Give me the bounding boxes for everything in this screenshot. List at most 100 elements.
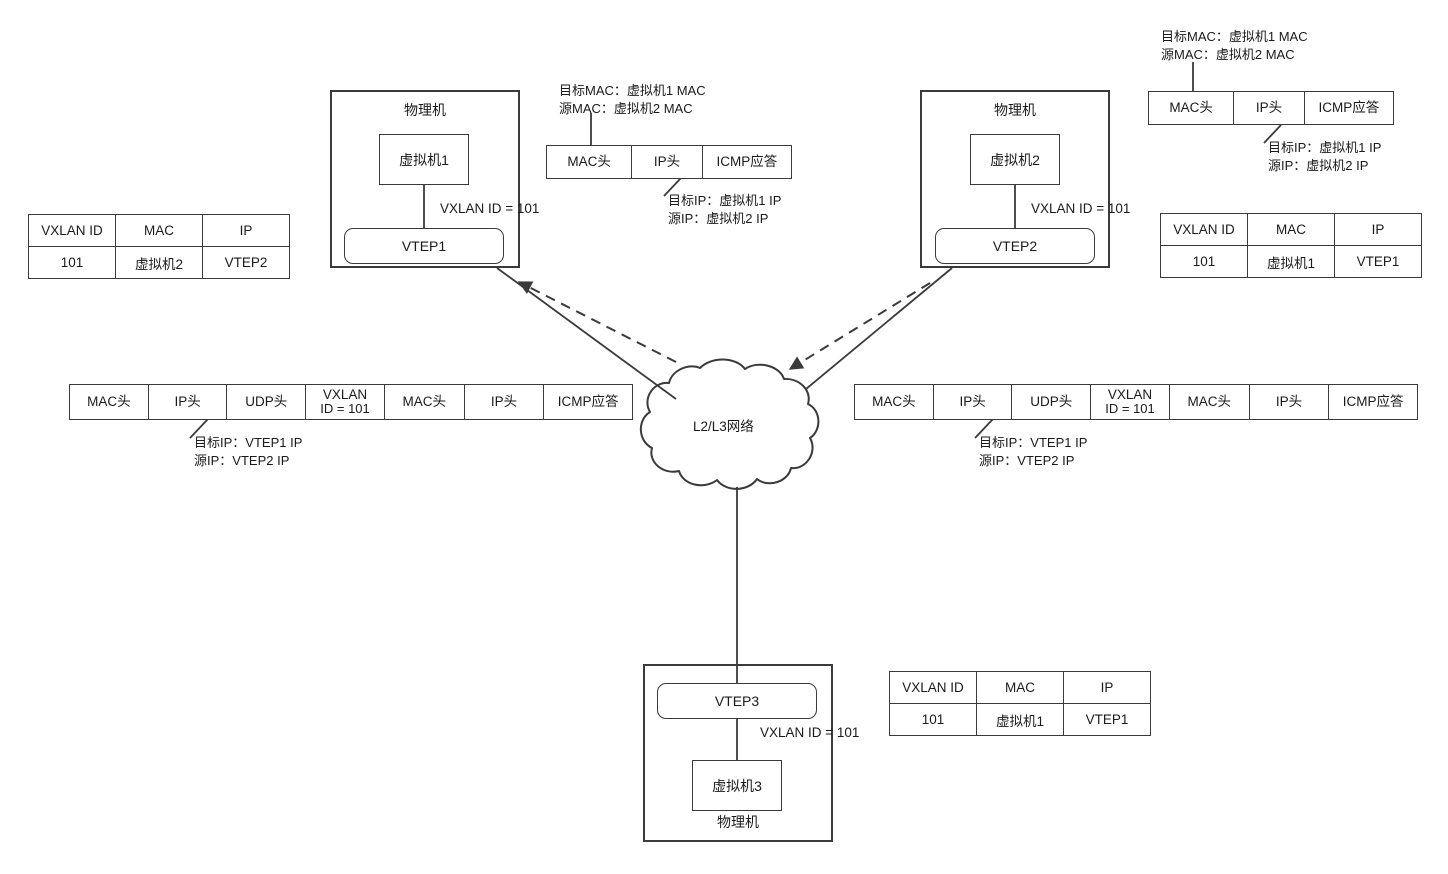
vm-虚拟机3[interactable]: 虚拟机3 [692, 760, 782, 811]
packet-cell: UDP头 [227, 385, 307, 419]
packet-encap-left[interactable]: MAC头 IP头 UDP头 VXLAN ID = 101 MAC头 IP头 IC… [69, 384, 633, 420]
mac-table-right[interactable]: VXLAN ID MAC IP 101 虚拟机1 VTEP1 [1160, 213, 1422, 278]
packet-cell: ICMP应答 [716, 154, 778, 170]
cell-line1: UDP头 [245, 394, 288, 410]
anno-line: 源IP：VTEP2 IP [979, 452, 1075, 468]
packet-cell: MAC头 [1149, 92, 1235, 124]
host-left[interactable]: 物理机 [330, 90, 520, 268]
table-header-row: VXLAN ID MAC IP [28, 214, 290, 247]
table-cell: 101 [1160, 245, 1248, 278]
mac-table-left[interactable]: VXLAN ID MAC IP 101 虚拟机2 VTEP2 [28, 214, 290, 279]
anno-line: 源IP：VTEP2 IP [194, 452, 290, 468]
table-header-cell: MAC [1247, 213, 1335, 246]
packet-cell: ICMP应答 [1318, 100, 1380, 116]
vm-虚拟机1[interactable]: 虚拟机1 [379, 134, 469, 185]
table-cell: VTEP1 [1334, 245, 1422, 278]
packet-cell: ICMP应答 [1329, 385, 1417, 419]
table-header-cell: VXLAN ID [889, 671, 977, 704]
cell-line1: ICMP应答 [1342, 394, 1404, 410]
packet-cell-vxlan: VXLAN ID = 101 [1091, 385, 1170, 419]
reply-arrow-cloud-to-vtep1 [517, 281, 677, 363]
cell-line1: VXLAN [1107, 386, 1153, 402]
table-row: 101 虚拟机2 VTEP2 [28, 246, 290, 279]
packet-inner-left[interactable]: MAC头 IP头 ICMP应答 [546, 145, 792, 179]
table-header-cell: IP [1334, 213, 1422, 246]
table-header-cell: IP [202, 214, 290, 247]
table-cell: 虚拟机1 [1247, 245, 1335, 278]
cloud-label: L2/L3网络 [693, 419, 754, 434]
table-cell: 101 [889, 703, 977, 736]
packet-cell: MAC头 [70, 385, 149, 419]
table-header-cell: MAC [115, 214, 203, 247]
packet-inner-right[interactable]: MAC头 IP头 ICMP应答 [1148, 91, 1394, 125]
packet-encap-right[interactable]: MAC头 IP头 UDP头 VXLAN ID = 101 MAC头 IP头 IC… [854, 384, 1418, 420]
cell-line1: IP头 [490, 394, 518, 410]
cell-line1: MAC头 [402, 394, 446, 410]
vxlan-tag-right: VXLAN ID = 101 [1031, 201, 1131, 216]
cell-line1: IP头 [174, 394, 201, 410]
vm-虚拟机2[interactable]: 虚拟机2 [970, 134, 1060, 185]
vtep2-node[interactable]: VTEP2 [935, 228, 1095, 264]
vtep3-node[interactable]: VTEP3 [657, 683, 817, 719]
packet-cell: IP头 [1234, 92, 1305, 124]
packet-cell: ICMP应答 [544, 385, 632, 419]
cell-line1: VXLAN [322, 386, 368, 402]
packet-cell: IP头 [632, 146, 703, 178]
table-header-cell: VXLAN ID [1160, 213, 1248, 246]
anno-encap-left-ip: 目标IP：VTEP1 IP 源IP：VTEP2 IP [194, 434, 302, 469]
vtep1-node[interactable]: VTEP1 [344, 228, 504, 264]
table-cell: 101 [28, 246, 116, 279]
anno-line: 目标IP：VTEP1 IP [194, 435, 303, 450]
anno-line: 源IP：虚拟机2 IP [668, 210, 769, 226]
link-vtep1-cloud [496, 267, 677, 400]
cell-line2: ID = 101 [320, 401, 370, 417]
table-cell: VTEP1 [1063, 703, 1151, 736]
anno-line: 目标IP：虚拟机1 IP [1268, 140, 1382, 155]
host-right-label: 物理机 [994, 102, 1036, 118]
table-header-cell: IP [1063, 671, 1151, 704]
anno-line: 目标IP：VTEP1 IP [979, 435, 1088, 450]
table-cell: 虚拟机2 [115, 246, 203, 279]
packet-cell: IP头 [934, 385, 1013, 419]
anno-inner-right-ip: 目标IP：虚拟机1 IP 源IP：虚拟机2 IP [1268, 139, 1381, 174]
cell-line1: IP头 [959, 394, 986, 410]
packet-cell: MAC头 [385, 385, 465, 419]
vxlan-tag-bottom: VXLAN ID = 101 [760, 725, 860, 740]
packet-cell: UDP头 [1012, 385, 1092, 419]
anno-line: 源MAC：虚拟机2 MAC [559, 100, 693, 116]
link-vtep2-cloud [805, 267, 953, 390]
table-cell: VTEP2 [202, 246, 290, 279]
host-right[interactable]: 物理机 [920, 90, 1110, 268]
anno-line: 目标MAC：虚拟机1 MAC [1161, 29, 1308, 44]
anno-inner-right-mac: 目标MAC：虚拟机1 MAC 源MAC：虚拟机2 MAC [1161, 28, 1308, 63]
packet-cell-vxlan: VXLAN ID = 101 [306, 385, 385, 419]
packet-cell: MAC头 [1170, 385, 1250, 419]
table-header-row: VXLAN ID MAC IP [1160, 213, 1422, 246]
packet-cell: MAC头 [855, 385, 934, 419]
packet-cell: IP头 [465, 385, 545, 419]
cell-line1: MAC头 [872, 394, 916, 410]
cell-line1: UDP头 [1030, 394, 1073, 410]
table-row: 101 虚拟机1 VTEP1 [1160, 245, 1422, 278]
packet-cell: IP头 [1250, 385, 1330, 419]
table-header-row: VXLAN ID MAC IP [889, 671, 1151, 704]
host-left-label: 物理机 [404, 102, 446, 118]
packet-cell: IP头 [149, 385, 228, 419]
cell-line2: ID = 101 [1105, 401, 1155, 417]
table-cell: 虚拟机1 [976, 703, 1064, 736]
host-bottom-label: 物理机 [717, 814, 759, 830]
anno-encap-right-ip: 目标IP：VTEP1 IP 源IP：VTEP2 IP [979, 434, 1087, 469]
anno-line: 目标IP：虚拟机1 IP [668, 193, 782, 208]
anno-inner-left-ip: 目标IP：虚拟机1 IP 源IP：虚拟机2 IP [668, 192, 781, 227]
table-header-cell: MAC [976, 671, 1064, 704]
anno-line: 源IP：虚拟机2 IP [1268, 157, 1369, 173]
mac-table-bottom[interactable]: VXLAN ID MAC IP 101 虚拟机1 VTEP1 [889, 671, 1151, 736]
vxlan-tag-left: VXLAN ID = 101 [440, 201, 540, 216]
anno-line: 源MAC：虚拟机2 MAC [1161, 46, 1295, 62]
host-bottom[interactable]: 物理机 [643, 664, 833, 842]
anno-line: 目标MAC：虚拟机1 MAC [559, 83, 706, 98]
anno-inner-left-mac: 目标MAC：虚拟机1 MAC 源MAC：虚拟机2 MAC [559, 82, 706, 117]
cell-line1: MAC头 [1187, 394, 1231, 410]
table-header-cell: VXLAN ID [28, 214, 116, 247]
cell-line1: MAC头 [87, 394, 131, 410]
